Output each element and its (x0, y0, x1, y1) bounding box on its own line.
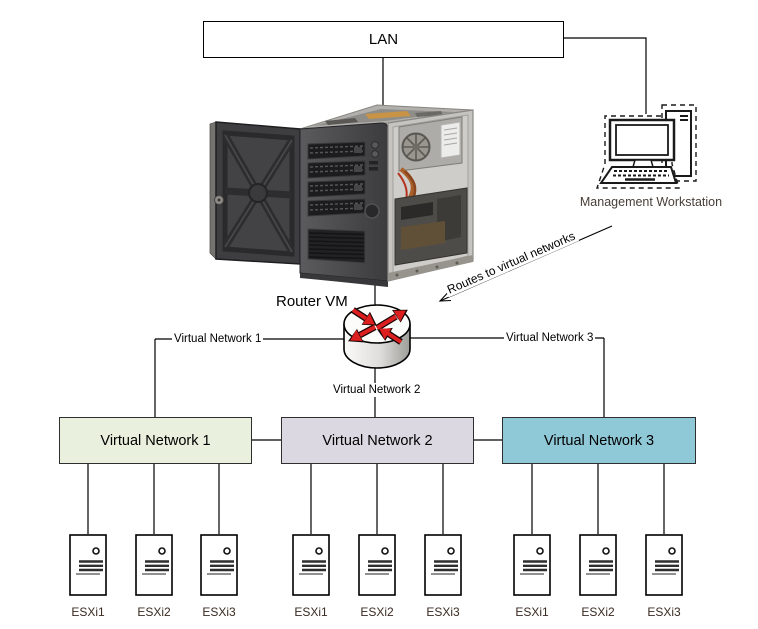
router-icon (343, 304, 411, 369)
esxi-label: ESXi3 (426, 605, 460, 619)
esxi-host: ESXi1 (513, 534, 551, 619)
esxi-host: ESXi1 (69, 534, 107, 619)
esxi-label: ESXi2 (137, 605, 171, 619)
esxi-label: ESXi1 (71, 605, 105, 619)
vn-box-1: Virtual Network 1 (59, 417, 252, 464)
server-tower-icon (358, 534, 396, 596)
server-tower-icon (513, 534, 551, 596)
lan-box: LAN (203, 21, 564, 58)
esxi-host: ESXi3 (200, 534, 238, 619)
vn-box-2: Virtual Network 2 (281, 417, 474, 464)
esxi-label: ESXi2 (360, 605, 394, 619)
esxi-host: ESXi3 (645, 534, 683, 619)
vn-box-3-label: Virtual Network 3 (543, 432, 655, 449)
workstation-icon (596, 104, 697, 189)
router-arrows (348, 307, 408, 345)
esxi-label: ESXi1 (515, 605, 549, 619)
server-tower-icon (579, 534, 617, 596)
esxi-host: ESXi2 (135, 534, 173, 619)
server-tower-icon (135, 534, 173, 596)
workstation-dashed-outline (596, 115, 680, 189)
server-tower-icon (69, 534, 107, 596)
esxi-label: ESXi1 (294, 605, 328, 619)
screen (615, 124, 669, 156)
esxi-host: ESXi2 (358, 534, 396, 619)
esxi-label: ESXi3 (647, 605, 681, 619)
esxi-label: ESXi2 (581, 605, 615, 619)
esxi-host: ESXi2 (579, 534, 617, 619)
vn-box-3: Virtual Network 3 (502, 417, 696, 464)
link-label-vn3: Virtual Network 3 (504, 331, 596, 345)
esxi-host: ESXi1 (292, 534, 330, 619)
workstation-label: Management Workstation (579, 195, 723, 209)
server-icon (209, 104, 474, 287)
link-label-vn2: Virtual Network 2 (331, 383, 423, 397)
server-tower-icon (645, 534, 683, 596)
lan-label: LAN (368, 31, 399, 48)
vn-box-2-label: Virtual Network 2 (322, 432, 433, 449)
server-tower-icon (292, 534, 330, 596)
link-label-vn1: Virtual Network 1 (172, 332, 264, 346)
vn-box-1-label: Virtual Network 1 (100, 432, 211, 449)
drive-bays (307, 141, 366, 217)
monitor-stand (632, 159, 654, 168)
esxi-label: ESXi3 (202, 605, 236, 619)
esxi-host: ESXi3 (424, 534, 462, 619)
router-vm-label: Router VM (276, 293, 348, 310)
server-tower-icon (424, 534, 462, 596)
server-tower-icon (200, 534, 238, 596)
